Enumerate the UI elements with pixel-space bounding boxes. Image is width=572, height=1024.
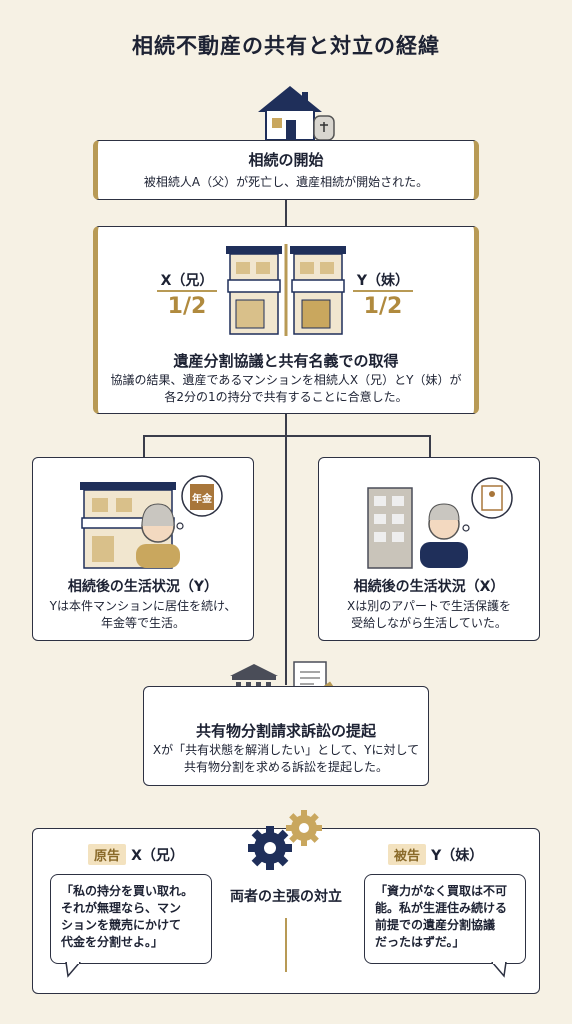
split-apartment-icon: [226, 244, 346, 336]
x-share: 1/2: [167, 294, 207, 319]
plaintiff-claim-line: それが無理なら、マン: [61, 901, 182, 915]
plaintiff-name: X（兄）: [131, 848, 184, 864]
y-share: 1/2: [363, 294, 403, 319]
connector-branch: [143, 435, 431, 437]
plaintiff-header: 原告 X（兄）: [88, 844, 184, 865]
plaintiff-claim-line: ションを競売にかけて: [61, 918, 182, 932]
gears-icon: [248, 810, 322, 870]
connector-right: [429, 435, 431, 457]
lawsuit-box: [143, 686, 429, 786]
connector-center: [285, 435, 287, 685]
life-x-heading: 相続後の生活状況（X）: [353, 579, 505, 595]
plaintiff-claim-line: 「私の持分を買い取れ。: [61, 884, 194, 898]
life-y-text-1: Yは本件マンションに居住を続け、: [49, 599, 237, 613]
defendant-tag: 被告: [388, 844, 427, 865]
x-at-apartment-icon: [367, 477, 513, 569]
life-x-text-1: Xは別のアパートで生活保護を: [347, 599, 511, 613]
life-y-heading: 相続後の生活状況（Y）: [67, 579, 219, 595]
y-at-apartment-icon: [80, 475, 223, 569]
inheritance-start-box: 相続の開始 被相続人A（父）が死亡し、遺産相続が開始された。: [93, 140, 479, 200]
division-agreement-text-1: 協議の結果、遺産であるマンションを相続人X（兄）とY（妹）が: [110, 373, 462, 387]
defendant-claim-bubble: 「資力がなく買取は不可 能。私が生涯住み続ける 前提での遺産分割協議 だったはず…: [364, 874, 526, 964]
inheritance-start-heading: 相続の開始: [248, 151, 324, 169]
defendant-claim-line: 前提での遺産分割協議: [375, 918, 496, 932]
page-title: 相続不動産の共有と対立の経緯: [132, 34, 440, 58]
connector-1: [285, 200, 287, 226]
connector-left: [143, 435, 145, 457]
conflict-divider: [285, 918, 287, 972]
plaintiff-claim-line: 代金を分割せよ。」: [61, 935, 164, 949]
connector-2: [285, 414, 287, 436]
plaintiff-claim-bubble: 「私の持分を買い取れ。 それが無理なら、マン ションを競売にかけて 代金を分割せ…: [50, 874, 212, 964]
defendant-bubble-tail: [491, 962, 507, 978]
conflict-heading: 両者の主張の対立: [230, 889, 342, 905]
house-with-grave-icon: [258, 86, 335, 141]
division-agreement-text-2: 各2分の1の持分で共有することに合意した。: [164, 390, 408, 404]
lawsuit-text-1: Xが「共有状態を解消したい」として、Yに対して: [152, 743, 420, 757]
pension-book-label: 年金: [192, 494, 212, 505]
defendant-claim-line: だったはずだ。」: [375, 935, 465, 949]
y-name: Y（妹）: [356, 273, 410, 289]
lawsuit-text-2: 共有物分割を求める訴訟を提起した。: [183, 760, 388, 774]
defendant-claim-line: 能。私が生涯住み続ける: [375, 901, 508, 915]
x-name: X（兄）: [160, 273, 214, 289]
life-x-text-2: 受給しながら生活していた。: [351, 616, 507, 630]
defendant-claim-line: 「資力がなく買取は不可: [375, 884, 508, 898]
plaintiff-bubble-tail: [65, 962, 81, 978]
y-fraction-divider: [353, 290, 413, 292]
inheritance-start-text: 被相続人A（父）が死亡し、遺産相続が開始された。: [143, 175, 429, 189]
life-y-text-2: 年金等で生活。: [100, 616, 185, 630]
x-fraction-divider: [157, 290, 217, 292]
plaintiff-tag: 原告: [88, 844, 127, 865]
division-agreement-heading: 遺産分割協議と共有名義での取得: [173, 352, 399, 370]
defendant-header: 被告 Y（妹）: [388, 844, 483, 865]
defendant-name: Y（妹）: [431, 848, 484, 864]
lawsuit-heading: 共有物分割請求訴訟の提起: [195, 722, 376, 740]
